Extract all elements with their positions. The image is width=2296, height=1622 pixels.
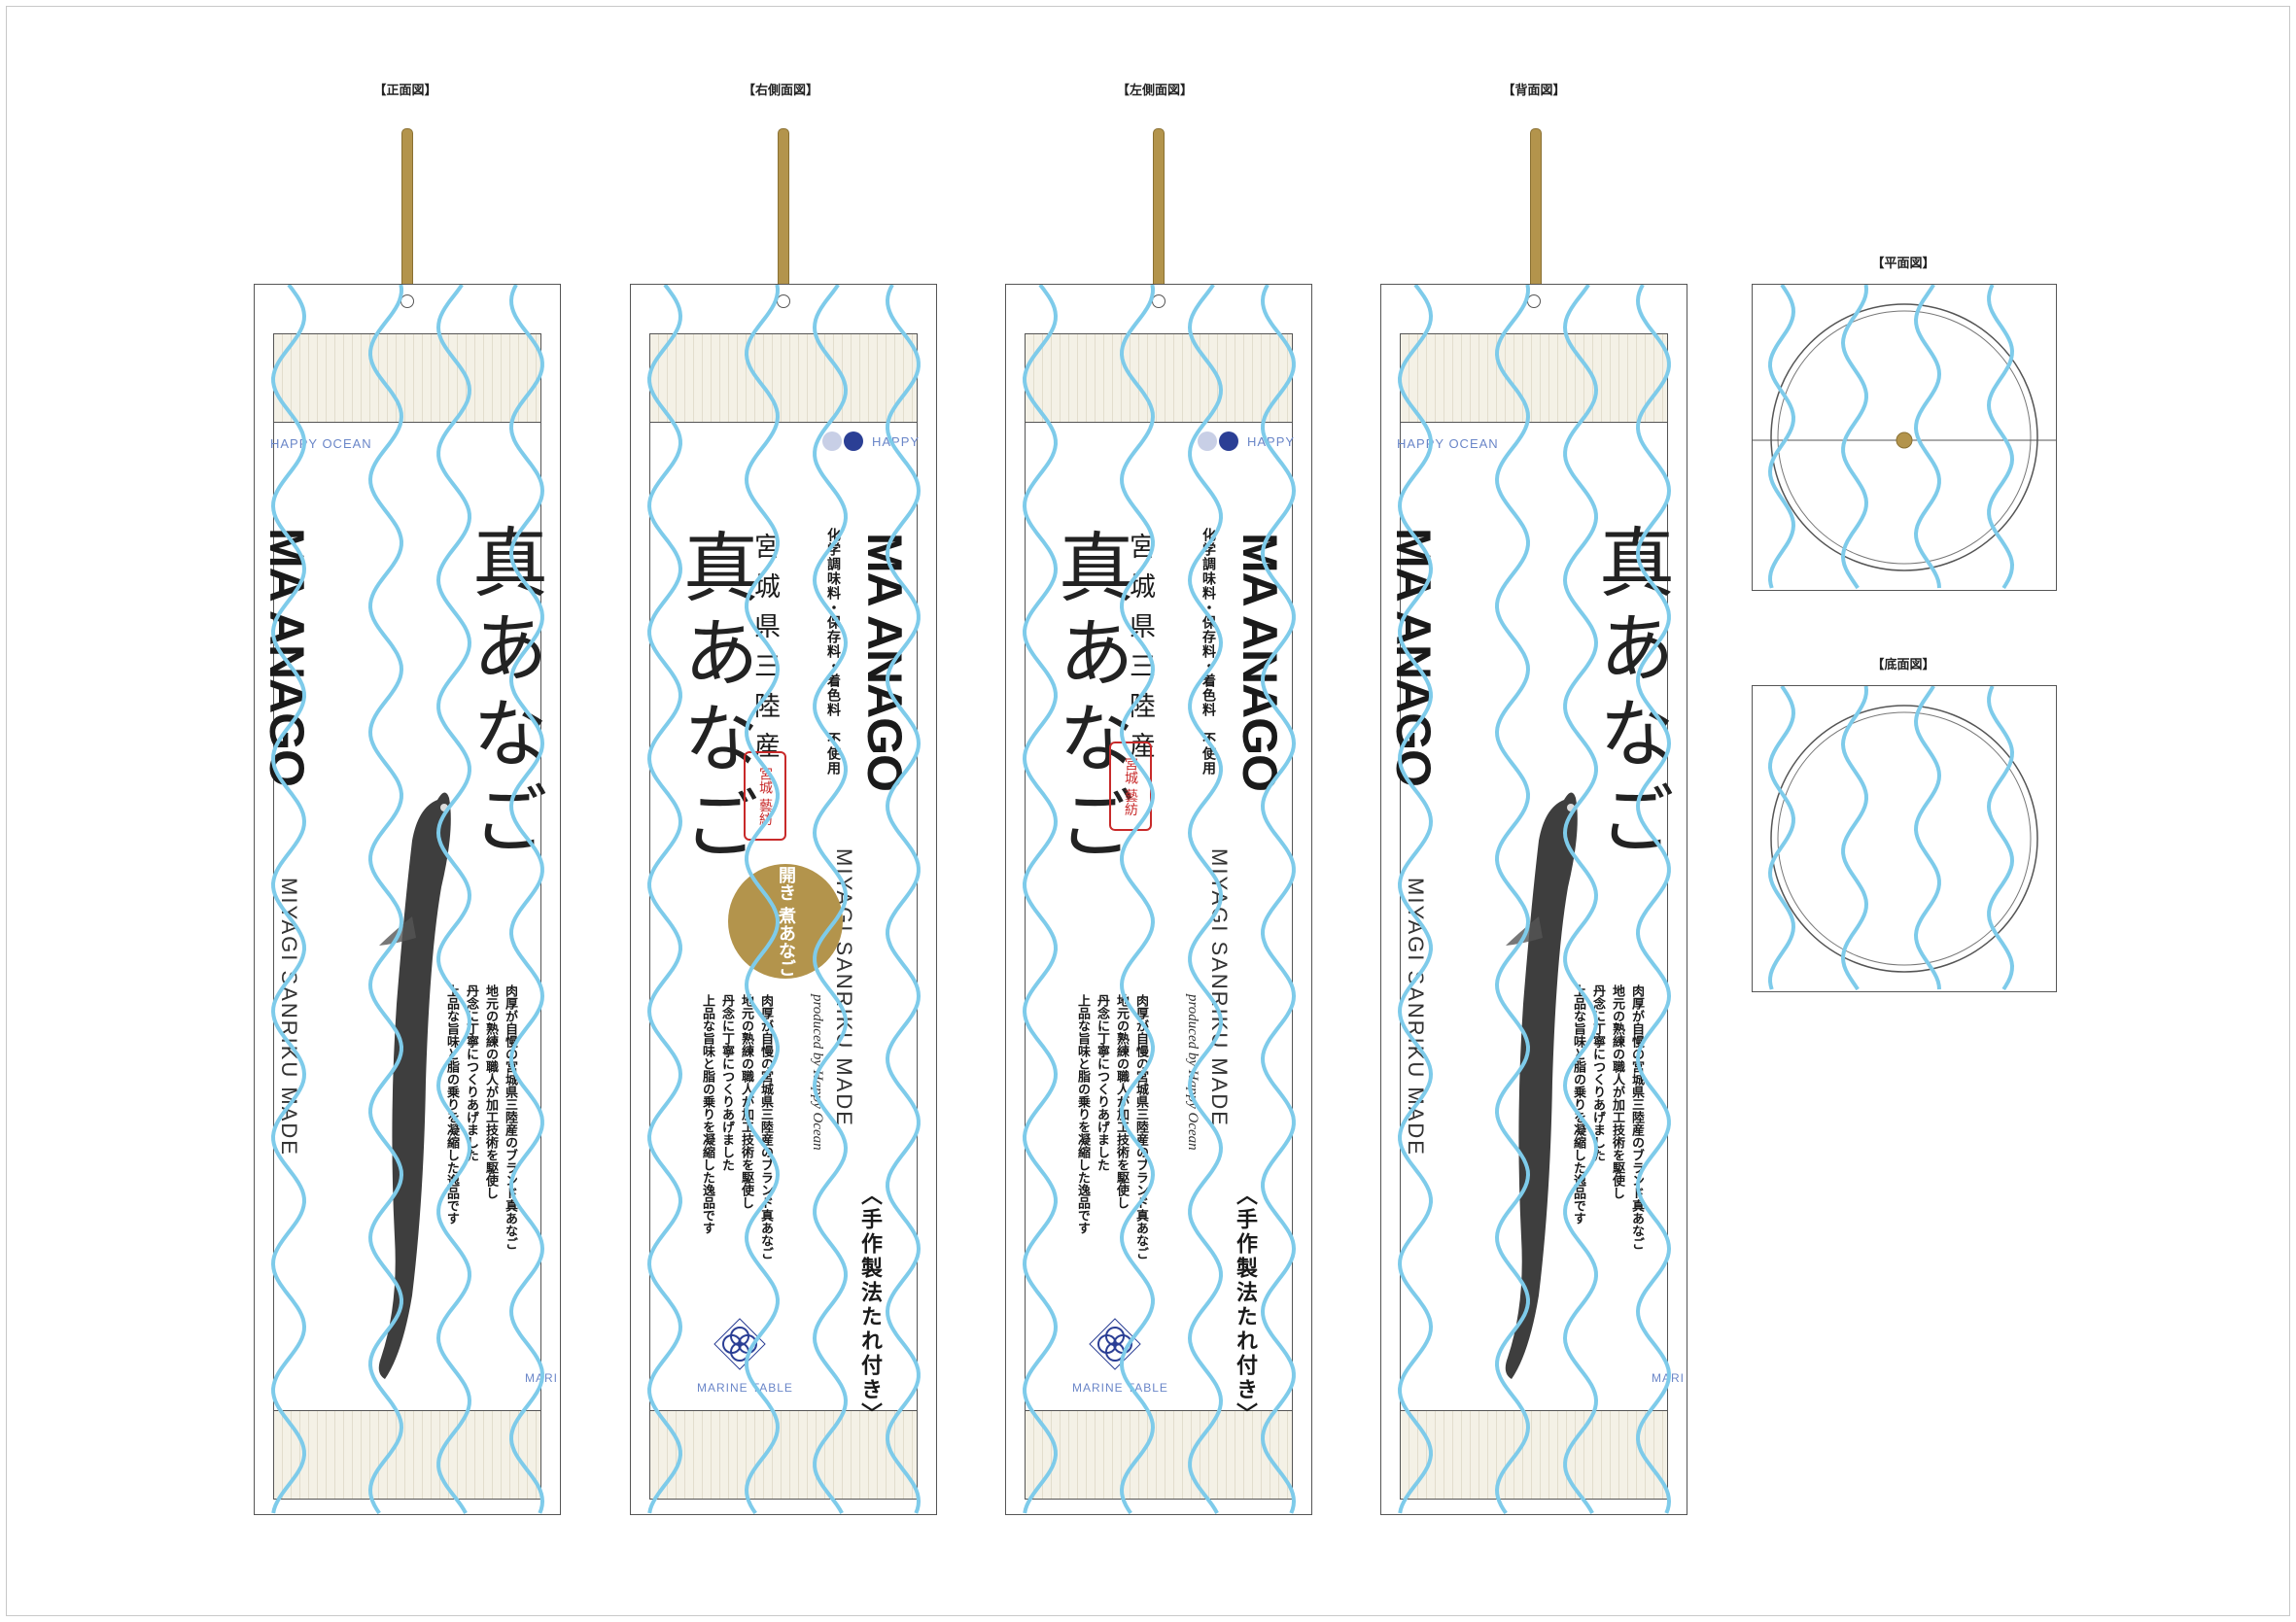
- description-line-2: 地元の熟練の職人が加工技術を駆使し: [1610, 984, 1624, 1199]
- bottom-band: [273, 1410, 541, 1500]
- back-view-panel: HAPPY OCEAN MA ANAGO MIYAGI SANRIKU MADE…: [1380, 284, 1687, 1515]
- bottom-band: [1025, 1410, 1293, 1500]
- no-additives: 化学調味料・保存料・着色料 不使用: [1200, 528, 1216, 776]
- title-en: MA ANAGO: [857, 533, 912, 792]
- left-side-view-panel: HAPPY MA ANAGO MIYAGI SANRIKU MADE produ…: [1005, 284, 1312, 1515]
- wave-line: [1260, 285, 1297, 1514]
- description-line-4: 上品な旨味と脂の乗りを凝縮した逸品です: [444, 984, 459, 1225]
- marine-table-mark-icon: [1089, 1318, 1141, 1370]
- marine-table-logo: MARINE TABLE: [697, 1381, 793, 1395]
- title-jp: 真あなご: [1586, 523, 1674, 865]
- wave-line: [1397, 285, 1434, 1514]
- stick-right: [778, 128, 789, 307]
- wave-line: [1562, 285, 1599, 1514]
- tare-label: 〈手作製法たれ付き〉: [857, 1184, 883, 1427]
- label-area: [1400, 421, 1668, 1410]
- title-jp: 真あなご: [1046, 528, 1133, 870]
- happy-ocean-logo: HAPPY OCEAN: [1397, 436, 1499, 451]
- wave-line: [508, 285, 545, 1514]
- wave-line: [367, 285, 404, 1514]
- wave-line: [1986, 285, 2015, 590]
- bottom-band: [1400, 1410, 1668, 1500]
- wave-line: [1767, 686, 1796, 990]
- wave-pattern: [646, 285, 922, 1514]
- happy-ocean-mark-icon: [1198, 431, 1238, 451]
- label-left-view: 【左側面図】: [1116, 84, 1194, 98]
- top-band: [273, 333, 541, 423]
- wave-line: [1635, 285, 1672, 1514]
- description-line-4: 上品な旨味と脂の乗りを凝縮した逸品です: [1075, 994, 1090, 1234]
- label-area: [1025, 421, 1293, 1410]
- stick-left: [1153, 128, 1165, 307]
- happy-logo-text: HAPPY: [1247, 434, 1296, 449]
- top-band: [649, 333, 918, 423]
- wave-line: [1119, 285, 1156, 1514]
- description-line-4: 上品な旨味と脂の乗りを凝縮した逸品です: [1571, 984, 1585, 1225]
- wave-line: [1913, 686, 1942, 990]
- miyagi-seal-stamp: 宮城 藝紡: [744, 751, 786, 841]
- stick-top-end: [1896, 431, 1913, 449]
- wave-line: [270, 285, 307, 1514]
- description-line-3: 丹念に丁寧につくりあげました: [1095, 994, 1109, 1171]
- wave-line: [744, 285, 781, 1514]
- wave-line: [1187, 285, 1224, 1514]
- right-side-view-panel: HAPPY MA ANAGO MIYAGI SANRIKU MADE produ…: [630, 284, 937, 1515]
- wave-line: [1767, 285, 1796, 589]
- label-front-view: 【正面図】: [373, 84, 437, 98]
- stick-front: [401, 128, 413, 307]
- eel-illustration: [378, 792, 451, 1379]
- top-view-drawing: [1753, 303, 2056, 571]
- wave-line: [1840, 686, 1869, 991]
- description-line-3: 丹念に丁寧につくりあげました: [719, 994, 734, 1171]
- title-en: MA ANAGO: [1233, 533, 1287, 792]
- wave-line: [1494, 285, 1531, 1514]
- wave-pattern: [1767, 285, 2015, 590]
- subtitle: MIYAGI SANRIKU MADE: [1404, 878, 1428, 1156]
- wave-pattern: [1022, 285, 1297, 1514]
- wave-line: [1913, 285, 1942, 589]
- wave-line: [1986, 686, 2015, 991]
- description-line-2: 地元の熟練の職人が加工技術を駆使し: [739, 994, 753, 1209]
- label-right-view: 【右側面図】: [742, 84, 819, 98]
- subtitle: MIYAGI SANRIKU MADE: [277, 878, 301, 1156]
- wave-pattern: [1767, 686, 2015, 991]
- badge-gold-circle: 開き 煮あなご: [728, 864, 843, 979]
- wave-line: [1840, 285, 1869, 590]
- tare-label: 〈手作製法たれ付き〉: [1233, 1184, 1258, 1427]
- top-view-panel: [1752, 284, 2057, 591]
- description-line-4: 上品な旨味と脂の乗りを凝縮した逸品です: [700, 994, 714, 1234]
- label-bottom-view: 【底面図】: [1871, 658, 1935, 673]
- wave-line: [646, 285, 683, 1514]
- wave-line: [885, 285, 922, 1514]
- marine-table-logo: MARINE TABLE: [1072, 1381, 1168, 1395]
- title-jp: 真あなご: [460, 523, 547, 865]
- label-area: [273, 421, 541, 1410]
- description-line-2: 地元の熟練の職人が加工技術を駆使し: [1114, 994, 1129, 1209]
- wave-line: [1022, 285, 1059, 1514]
- label-area: [649, 421, 918, 1410]
- bottom-view-panel: [1752, 685, 2057, 992]
- badge-text: 開き 煮あなご: [776, 865, 796, 978]
- eel-illustration: [1505, 792, 1578, 1379]
- no-additives: 化学調味料・保存料・着色料 不使用: [825, 528, 841, 776]
- drawing-frame: [6, 6, 2290, 1616]
- label-top-view: 【平面図】: [1871, 257, 1935, 271]
- happy-ocean-logo: HAPPY OCEAN: [270, 436, 372, 451]
- stick-back: [1530, 128, 1542, 307]
- top-band: [1400, 333, 1668, 423]
- wave-pattern: [270, 285, 545, 1514]
- bottom-view-drawing: [1770, 705, 2038, 973]
- top-band: [1025, 333, 1293, 423]
- wave-pattern: [1397, 285, 1672, 1514]
- bottom-band: [649, 1410, 918, 1500]
- happy-logo-text: HAPPY: [872, 434, 921, 449]
- description-line-2: 地元の熟練の職人が加工技術を駆使し: [483, 984, 498, 1199]
- wave-line: [435, 285, 472, 1514]
- happy-ocean-mark-icon: [822, 431, 863, 451]
- wave-line: [812, 285, 849, 1514]
- front-view-panel: HAPPY OCEAN MA ANAGO MIYAGI SANRIKU MADE…: [254, 284, 561, 1515]
- label-back-view: 【背面図】: [1502, 84, 1566, 98]
